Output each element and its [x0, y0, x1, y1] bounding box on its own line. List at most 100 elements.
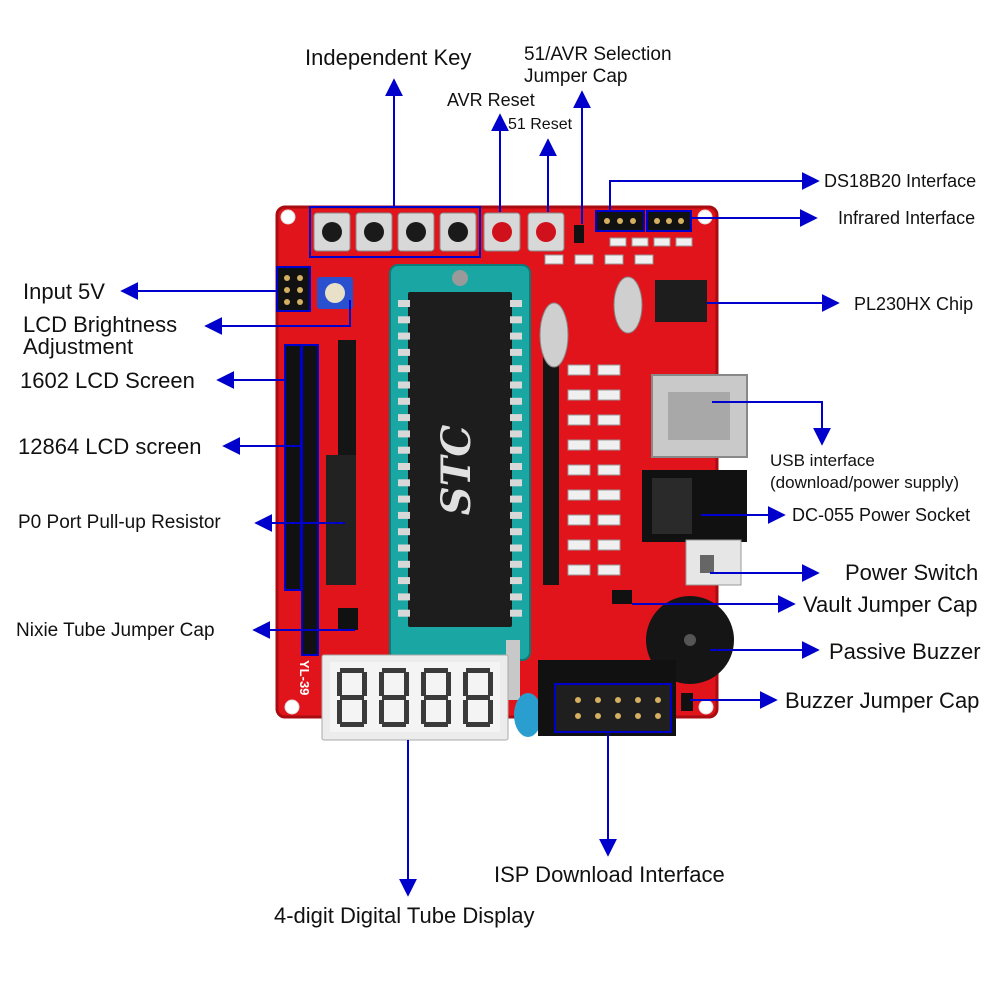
smd-part — [604, 254, 624, 265]
power-switch-component — [685, 539, 742, 586]
segment-c — [362, 700, 367, 724]
smd-resistor — [597, 539, 621, 551]
segment-f — [421, 672, 426, 696]
label-power-switch: Power Switch — [845, 560, 979, 585]
chip-pin — [398, 348, 410, 356]
chip-pins-right — [510, 300, 522, 617]
chip-pin — [398, 446, 410, 454]
mounting-hole — [284, 699, 300, 715]
segment-b — [446, 672, 451, 696]
selection-jumper — [574, 225, 584, 243]
smd-resistor — [597, 514, 621, 526]
independent-keys — [309, 206, 481, 258]
label-vault-jumper: Vault Jumper Cap — [803, 592, 978, 617]
smd-components — [544, 237, 693, 576]
board-model-text: YL-39 — [297, 660, 312, 695]
smd-resistor — [597, 439, 621, 451]
chip-pin — [398, 300, 410, 307]
smd-part — [653, 237, 671, 247]
label-usb-line2: (download/power supply) — [770, 473, 959, 492]
chip-pin — [510, 544, 522, 552]
chip-pin — [398, 544, 410, 552]
chip-pin — [510, 397, 522, 405]
chip-pin — [398, 609, 410, 617]
label-lcd-1602: 1602 LCD Screen — [20, 368, 195, 393]
smd-resistor — [597, 364, 621, 376]
chip-pin — [510, 560, 522, 568]
smd-resistor — [567, 564, 591, 576]
smd-part — [631, 237, 649, 247]
segment-d — [424, 722, 448, 727]
chip-pin — [510, 528, 522, 536]
segment-c — [446, 700, 451, 724]
input-5v-header — [276, 266, 311, 312]
arrow-usb — [712, 401, 831, 446]
chip-pins-left — [398, 300, 410, 617]
chip-pin — [510, 609, 522, 617]
lcd-1602-header — [284, 344, 302, 591]
label-avr-reset: AVR Reset — [447, 90, 535, 110]
chip-pin — [510, 365, 522, 373]
chip-pin — [510, 479, 522, 487]
chip-pin — [398, 528, 410, 536]
mounting-hole — [698, 699, 714, 715]
isp-pin — [635, 697, 641, 703]
smd-resistor — [597, 464, 621, 476]
isp-pin — [595, 713, 601, 719]
chip-pin — [398, 316, 410, 324]
reset-keys — [483, 212, 565, 252]
chip-pin — [398, 479, 410, 487]
smd-resistor — [567, 514, 591, 526]
segment-g — [382, 695, 406, 700]
segment-b — [404, 672, 409, 696]
smd-resistor — [597, 564, 621, 576]
chip-pin — [510, 511, 522, 519]
chip-pin — [510, 414, 522, 422]
segment-b — [362, 672, 367, 696]
segment-a — [466, 668, 490, 673]
chip-pin — [398, 577, 410, 585]
segment-c — [404, 700, 409, 724]
smd-resistor — [597, 414, 621, 426]
callout-arrows — [120, 78, 840, 897]
buzzer-jumper — [681, 693, 693, 711]
label-input-5v: Input 5V — [23, 279, 105, 304]
isp-pin — [635, 713, 641, 719]
chip-pin — [398, 560, 410, 568]
chip-pin — [510, 463, 522, 470]
nixie-jumper — [338, 608, 358, 630]
label-independent-key: Independent Key — [305, 45, 472, 70]
smd-resistor — [567, 439, 591, 451]
mounting-hole — [280, 209, 296, 225]
chip-pin — [398, 430, 410, 438]
chip-pin — [510, 300, 522, 307]
label-lcd-brightness-line1: LCD Brightness — [23, 312, 178, 337]
smd-part — [609, 237, 627, 247]
segment-d — [466, 722, 490, 727]
isp-pin — [655, 697, 661, 703]
chip-pin — [510, 316, 522, 324]
isp-pin — [575, 697, 581, 703]
segment-a — [424, 668, 448, 673]
smd-resistor — [567, 414, 591, 426]
usb-interface — [651, 374, 748, 458]
label-p0-pullup: P0 Port Pull-up Resistor — [18, 512, 221, 533]
chip-brand-text: STC — [433, 425, 480, 516]
chip-pin — [398, 397, 410, 405]
label-digital-tube: 4-digit Digital Tube Display — [274, 903, 535, 928]
digital-tube-display — [321, 654, 509, 741]
segment-g — [424, 695, 448, 700]
chip-pin — [398, 593, 410, 601]
chip-pin — [510, 495, 522, 503]
label-ds18b20: DS18B20 Interface — [824, 171, 977, 191]
crystal-oscillator — [539, 302, 569, 368]
segment-d — [382, 722, 406, 727]
chip-pin — [510, 593, 522, 601]
chip-pin — [398, 414, 410, 422]
chip-pin — [510, 577, 522, 585]
isp-pin — [615, 713, 621, 719]
label-lcd-brightness-line2: Adjustment — [23, 334, 134, 359]
arrow-lcd-brightness — [204, 300, 351, 335]
sensor-headers — [595, 210, 692, 232]
label-selection-jumper-line1: 51/AVR Selection — [524, 44, 672, 65]
